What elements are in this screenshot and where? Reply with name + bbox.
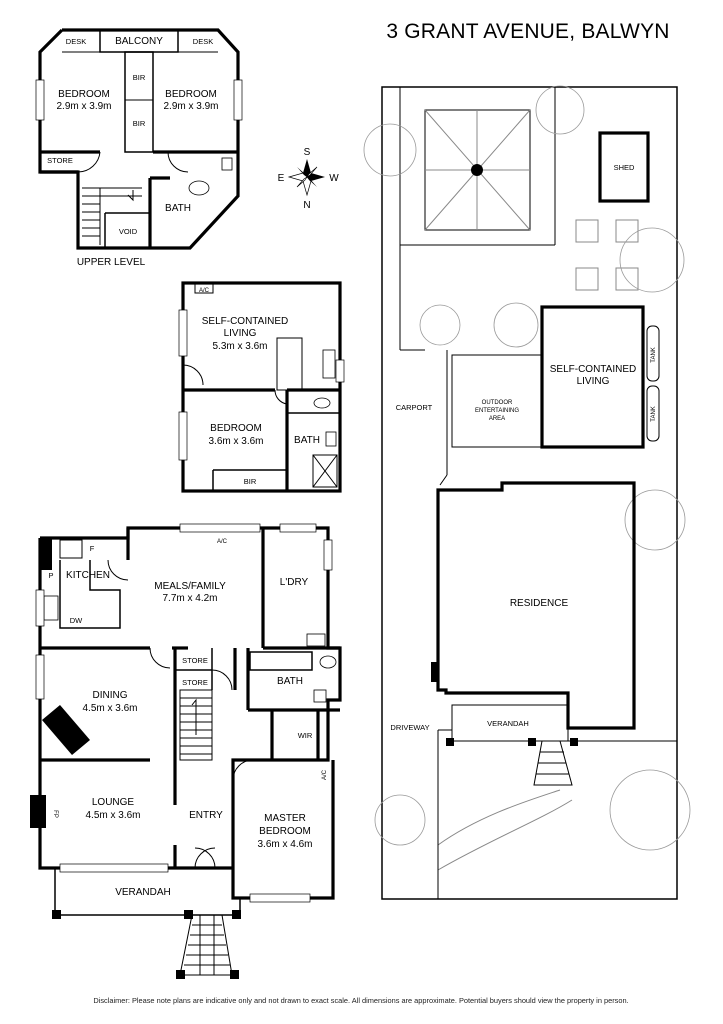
ground-master-name2: BEDROOM	[259, 826, 311, 837]
sc-bedroom-size: 3.6m x 3.6m	[208, 436, 263, 447]
ground-ac: A/C	[217, 539, 228, 545]
upper-void: VOID	[119, 227, 138, 236]
site-shed: SHED	[614, 163, 635, 172]
sc-bir: BIR	[244, 477, 257, 486]
ground-f: F	[90, 544, 95, 553]
ground-master-size: 3.6m x 4.6m	[257, 839, 312, 850]
ground-fp1: FP	[68, 726, 78, 736]
upper-store: STORE	[47, 156, 73, 165]
compass-s: S	[304, 147, 311, 158]
page-title: 3 GRANT AVENUE, BALWYN	[386, 20, 669, 43]
upper-desk-right: DESK	[193, 37, 213, 46]
ground-ldry: L'DRY	[280, 577, 309, 588]
shed-outline	[598, 131, 650, 203]
ground-fp2: FP	[52, 810, 58, 818]
upper-stairs	[82, 187, 142, 245]
compass-e: E	[278, 173, 285, 184]
compass-w: W	[329, 173, 339, 184]
site-self-contained: SELF-CONTAINED	[550, 364, 637, 375]
site-steps	[533, 740, 573, 786]
sc-living-name2: LIVING	[224, 328, 257, 339]
ground-wir: WIR	[298, 731, 313, 740]
compass-n: N	[303, 200, 310, 211]
site-residence: RESIDENCE	[510, 598, 569, 609]
compass-rose: S N E W	[278, 147, 340, 211]
sc-outer-wall	[181, 281, 342, 493]
upper-bir-bottom: BIR	[133, 119, 146, 128]
upper-toilet	[221, 157, 233, 171]
ground-dw: DW	[70, 616, 83, 625]
upper-balcony: BALCONY	[115, 36, 163, 47]
upper-bedroom-right-size: 2.9m x 3.9m	[163, 101, 218, 112]
ground-kitchen: KITCHEN	[66, 570, 110, 581]
site-tank1: TANK	[651, 347, 657, 363]
ground-meals-name: MEALS/FAMILY	[154, 581, 226, 592]
site-self-contained-outline	[540, 305, 645, 449]
upper-level-caption: UPPER LEVEL	[77, 257, 146, 268]
site-carport: CARPORT	[396, 403, 433, 412]
ground-entry: ENTRY	[189, 810, 223, 821]
ground-verandah-outline	[54, 868, 241, 916]
sc-bedroom-name: BEDROOM	[210, 423, 262, 434]
upper-bir-top: BIR	[133, 73, 146, 82]
site-outdoor: OUTDOOR	[482, 400, 513, 406]
ground-ac2: A/C	[322, 769, 328, 780]
upper-bedroom-right-name: BEDROOM	[165, 89, 217, 100]
upper-desk-left: DESK	[66, 37, 86, 46]
ground-level-plan: F P KITCHEN DW A/C MEALS/FAMILY 7.7m x 4…	[30, 523, 342, 979]
ground-lounge-name: LOUNGE	[92, 797, 135, 808]
upper-outer-wall	[38, 28, 240, 250]
site-outdoor2: ENTERTAINING	[475, 408, 519, 414]
self-contained-plan: A/C SELF-CONTAINED LIVING 5.3m x 3.6m BE…	[178, 281, 345, 493]
upper-level-plan: DESK BALCONY DESK BEDROOM 2.9m x 3.9m BE…	[35, 28, 243, 268]
sc-bath: BATH	[294, 435, 320, 446]
ground-store2: STORE	[182, 678, 208, 687]
site-plan: SHED CARPORT OUTDOOR ENTERTAINING AREA S…	[363, 85, 691, 900]
ground-dining-size: 4.5m x 3.6m	[82, 703, 137, 714]
ground-store1: STORE	[182, 656, 208, 665]
upper-bir-column	[124, 51, 154, 153]
upper-bath: BATH	[165, 203, 191, 214]
front-steps	[179, 914, 233, 976]
sc-ac: A/C	[199, 288, 210, 294]
upper-bedroom-left-name: BEDROOM	[58, 89, 110, 100]
ground-lounge-size: 4.5m x 3.6m	[85, 810, 140, 821]
site-tank2: TANK	[651, 406, 657, 422]
upper-basin	[188, 180, 210, 196]
ground-meals-size: 7.7m x 4.2m	[162, 593, 217, 604]
site-verandah: VERANDAH	[487, 719, 529, 728]
sc-living-size: 5.3m x 3.6m	[212, 341, 267, 352]
ground-bath: BATH	[277, 676, 303, 687]
ground-p: P	[48, 571, 53, 580]
disclaimer-text: Disclaimer: Please note plans are indica…	[93, 996, 628, 1005]
site-outdoor3: AREA	[489, 416, 505, 422]
ground-master-name: MASTER	[264, 813, 306, 824]
ground-dining-name: DINING	[93, 690, 128, 701]
sc-living-name: SELF-CONTAINED	[202, 316, 289, 327]
site-self-contained2: LIVING	[577, 376, 610, 387]
ground-stairs	[179, 689, 213, 761]
site-driveway: DRIVEWAY	[390, 723, 429, 732]
upper-bedroom-left-size: 2.9m x 3.9m	[56, 101, 111, 112]
site-boundary	[381, 86, 678, 900]
ground-verandah: VERANDAH	[115, 887, 171, 898]
garden-feature	[471, 164, 483, 176]
site-trees	[363, 85, 691, 851]
